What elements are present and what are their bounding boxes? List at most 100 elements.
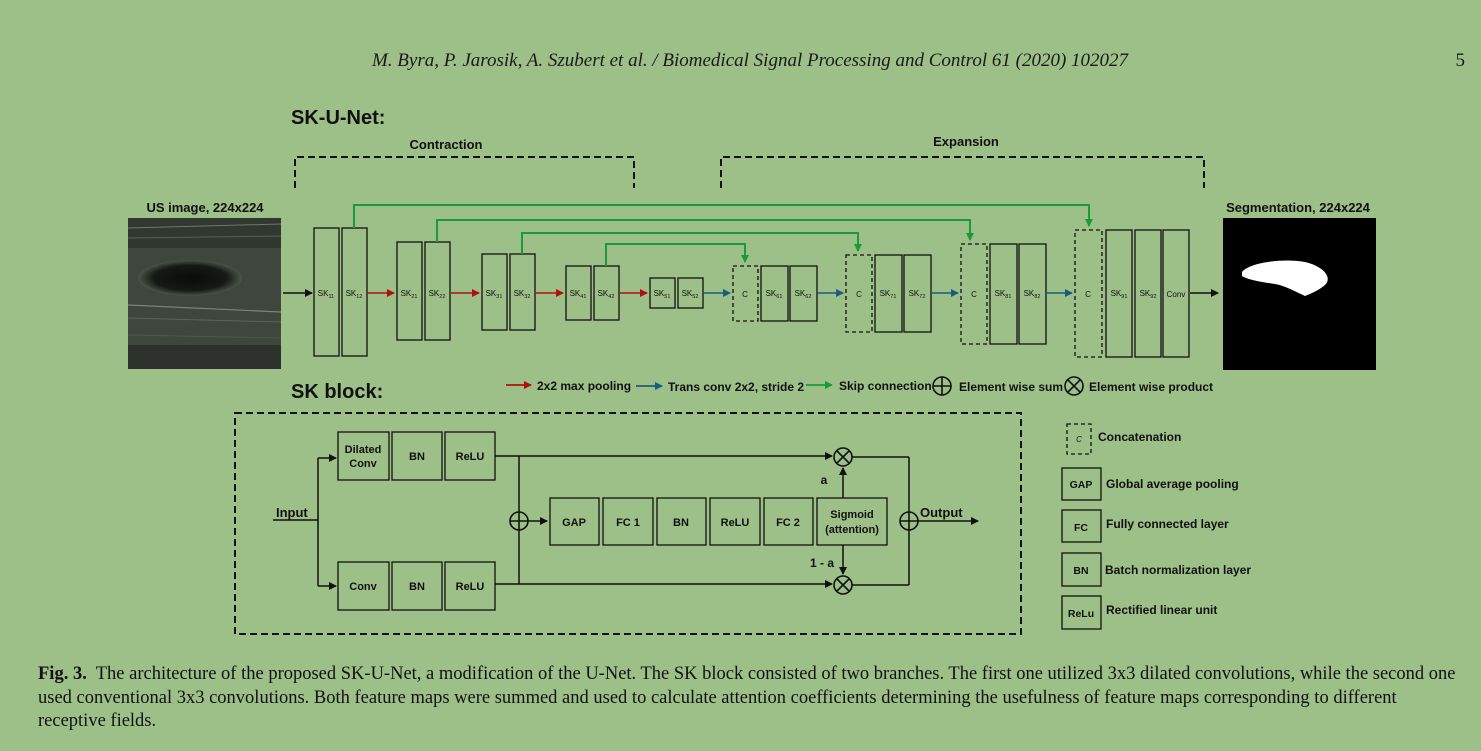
svg-text:BN: BN <box>673 517 689 529</box>
dilated-conv-box <box>337 431 390 481</box>
sk91-block: SK91 <box>1105 229 1133 358</box>
svg-text:Conv: Conv <box>349 581 377 593</box>
sum-icon <box>932 376 952 396</box>
fc1-box <box>602 497 654 546</box>
page-number: 5 <box>1455 50 1466 71</box>
svg-text:SK51: SK51 <box>654 289 671 300</box>
figure-label: Fig. 3. <box>38 664 87 684</box>
expansion-bracket <box>720 156 1205 188</box>
svg-text:Sigmoid: Sigmoid <box>830 509 873 521</box>
svg-text:C: C <box>971 290 977 299</box>
abbreviation-legend: C Concatenation GAP Global average pooli… <box>1061 423 1251 630</box>
sk32-block: SK32 <box>509 253 536 331</box>
legend-row: 2x2 max pooling Trans conv 2x2, stride 2… <box>506 376 1213 396</box>
svg-text:C: C <box>856 290 862 299</box>
output-sum-icon <box>899 511 919 531</box>
svg-text:BN: BN <box>409 581 425 593</box>
svg-text:C: C <box>1085 290 1091 299</box>
svg-text:FC: FC <box>1074 522 1088 534</box>
svg-text:SK42: SK42 <box>598 289 615 300</box>
svg-text:GAP: GAP <box>562 517 586 529</box>
attention-one-minus-a-label: 1 - a <box>810 556 834 570</box>
svg-text:ReLU: ReLU <box>721 517 750 529</box>
sk92-block: SK92 <box>1134 229 1162 358</box>
legend-maxpool: 2x2 max pooling <box>537 379 631 393</box>
sk12-block: SK12 <box>341 227 368 357</box>
sk51-block: SK51 <box>649 277 676 309</box>
concat-block-4: C <box>732 265 759 322</box>
skip-connections <box>353 204 1093 266</box>
product-node-top-icon <box>833 447 853 467</box>
svg-text:SK21: SK21 <box>401 289 418 300</box>
svg-text:SK91: SK91 <box>1111 289 1128 300</box>
sk-block-title: SK block: <box>291 381 383 403</box>
legend-relu: Rectified linear unit <box>1106 603 1217 617</box>
sk42-block: SK42 <box>593 265 620 321</box>
contraction-bracket <box>294 156 635 188</box>
sk-unet-title: SK-U-Net: <box>291 107 385 129</box>
svg-text:FC 2: FC 2 <box>776 517 800 529</box>
sk61-block: SK61 <box>760 265 789 322</box>
concat-block-1: C <box>1074 229 1103 358</box>
svg-text:C: C <box>1076 435 1082 444</box>
sk41-block: SK41 <box>565 265 592 321</box>
bn-top-box <box>391 431 443 481</box>
svg-text:SK81: SK81 <box>995 289 1012 300</box>
sk81-block: SK81 <box>989 243 1018 345</box>
legend-transconv: Trans conv 2x2, stride 2 <box>668 380 804 394</box>
svg-text:SK82: SK82 <box>1024 289 1041 300</box>
figure-caption: Fig. 3. The architecture of the proposed… <box>38 663 1468 734</box>
sk21-block: SK21 <box>396 241 423 341</box>
bn-bottom-box <box>391 561 443 611</box>
svg-text:SK12: SK12 <box>346 289 363 300</box>
svg-text:ReLU: ReLU <box>456 581 485 593</box>
segmentation-mask <box>1223 218 1376 370</box>
svg-text:GAP: GAP <box>1070 479 1093 491</box>
svg-text:(attention): (attention) <box>825 524 879 536</box>
svg-text:SK22: SK22 <box>429 289 446 300</box>
concat-block-3: C <box>845 254 873 333</box>
concat-block-2: C <box>960 243 988 345</box>
svg-text:SK32: SK32 <box>514 289 531 300</box>
gap-box <box>549 497 600 546</box>
svg-text:SK92: SK92 <box>1140 289 1157 300</box>
ultrasound-image <box>127 218 282 369</box>
svg-text:BN: BN <box>409 451 425 463</box>
sk52-block: SK52 <box>677 277 704 309</box>
legend-concatenation: Concatenation <box>1098 430 1181 444</box>
legend-skip: Skip connection <box>839 379 932 393</box>
sk72-block: SK72 <box>903 254 932 333</box>
sk-block-frame <box>234 412 1022 635</box>
svg-text:SK41: SK41 <box>570 289 587 300</box>
svg-text:SK71: SK71 <box>880 289 897 300</box>
sk71-block: SK71 <box>874 254 903 333</box>
output-image-label: Segmentation, 224x224 <box>1226 200 1371 215</box>
relu-attn-box <box>709 497 761 546</box>
svg-text:SK62: SK62 <box>795 289 812 300</box>
svg-text:Dilated: Dilated <box>345 444 382 456</box>
sk11-block: SK11 <box>313 227 340 357</box>
svg-text:Conv: Conv <box>1167 290 1186 299</box>
relu-bottom-box <box>444 561 496 611</box>
legend-gap: Global average pooling <box>1106 477 1239 491</box>
svg-text:FC 1: FC 1 <box>616 517 640 529</box>
sk22-block: SK22 <box>424 241 451 341</box>
product-icon <box>1064 376 1084 396</box>
conv-block: Conv <box>1162 229 1190 358</box>
legend-fc: Fully connected layer <box>1106 517 1229 531</box>
legend-sum: Element wise sum <box>959 380 1063 394</box>
figure-diagram: SK-U-Net: Contraction Expansion US image… <box>127 107 1376 635</box>
bn-attn-box <box>656 497 707 546</box>
sk-input-label: Input <box>276 505 308 520</box>
svg-text:BN: BN <box>1073 565 1088 577</box>
input-image-label: US image, 224x224 <box>146 200 264 215</box>
sk-output-label: Output <box>920 505 963 520</box>
contraction-label: Contraction <box>410 137 483 152</box>
svg-text:ReLU: ReLU <box>456 451 485 463</box>
svg-text:SK52: SK52 <box>682 289 699 300</box>
svg-text:SK61: SK61 <box>766 289 783 300</box>
conv-bottom-box <box>337 561 390 611</box>
sum-node-icon <box>509 511 529 531</box>
svg-text:ReLu: ReLu <box>1068 608 1094 620</box>
svg-text:Conv: Conv <box>349 458 377 470</box>
